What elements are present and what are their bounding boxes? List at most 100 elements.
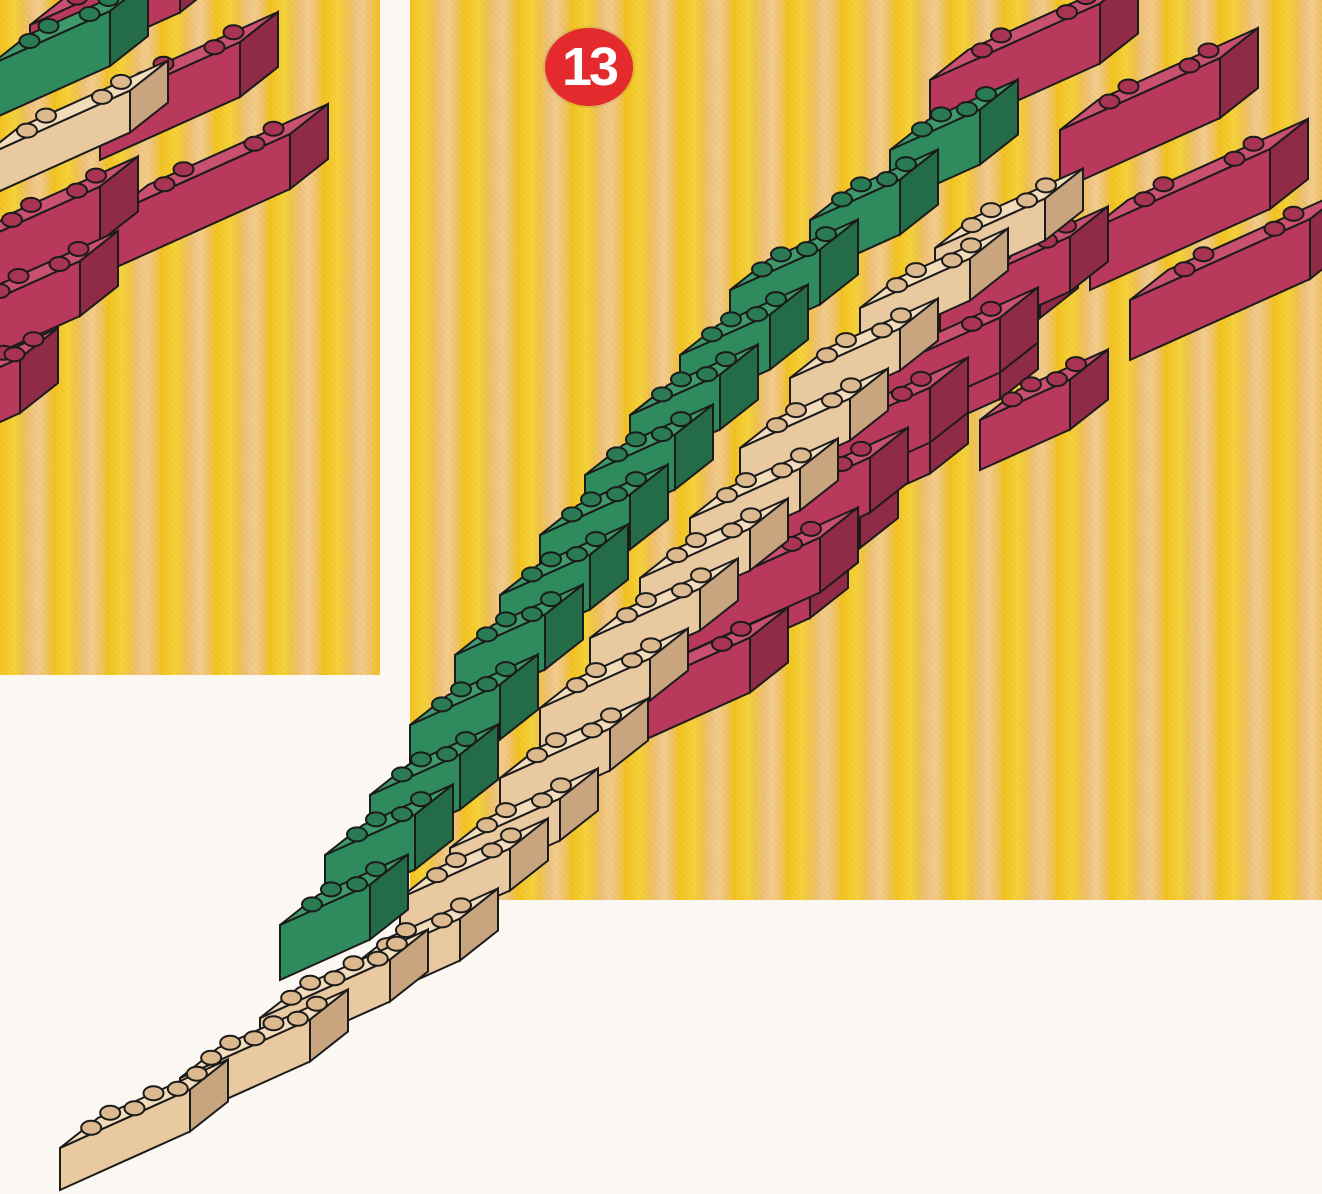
brick-stud: [496, 612, 516, 626]
brick-stud: [722, 523, 742, 537]
brick-stud: [347, 877, 367, 891]
brick-stud: [456, 732, 476, 746]
brick-stud: [652, 387, 672, 401]
brick-stud: [368, 952, 388, 966]
brick-stud: [892, 387, 912, 401]
brick-stud: [1021, 377, 1041, 391]
brick-stud: [741, 508, 761, 522]
brick-stud: [1135, 192, 1155, 206]
brick-stud: [991, 28, 1011, 42]
brick-stud: [307, 997, 327, 1011]
brick-stud: [752, 262, 772, 276]
brick-stud: [551, 778, 571, 792]
brick-stud: [586, 532, 606, 546]
brick-stud: [281, 991, 301, 1005]
brick-stud: [477, 677, 497, 691]
brick-stud: [1036, 178, 1056, 192]
brick-stud: [541, 552, 561, 566]
brick-stud: [981, 203, 1001, 217]
brick-stud: [836, 333, 856, 347]
brick-stud: [817, 348, 837, 362]
brick-stud: [731, 622, 751, 636]
brick-stud: [721, 312, 741, 326]
brick-stud: [432, 913, 452, 927]
brick-stud: [622, 653, 642, 667]
brick-stud: [912, 122, 932, 136]
brick-stud: [791, 448, 811, 462]
brick-stud: [841, 378, 861, 392]
brick-stud: [931, 107, 951, 121]
brick-stud: [586, 663, 606, 677]
brick-stud: [686, 533, 706, 547]
brick-stud: [392, 807, 412, 821]
brick-stud: [245, 1031, 265, 1045]
brick-stud: [942, 253, 962, 267]
brick-stud: [626, 472, 646, 486]
brick-stud: [1199, 44, 1219, 58]
brick-stud: [437, 747, 457, 761]
brick-stud: [1066, 357, 1086, 371]
brick-stud: [736, 473, 756, 487]
brick-stud: [387, 937, 407, 951]
brick-stud: [786, 403, 806, 417]
brick-stud: [201, 1051, 221, 1065]
brick-stud: [451, 898, 471, 912]
brick-stud: [652, 427, 672, 441]
brick-stud: [601, 708, 621, 722]
brick-stud: [344, 956, 364, 970]
brick-stud: [1057, 5, 1077, 19]
brick-stud: [961, 238, 981, 252]
brick-stud: [1119, 80, 1139, 94]
brick-stud: [100, 1106, 120, 1120]
brick-stud: [691, 568, 711, 582]
brick-stud: [607, 447, 627, 461]
brick-stud: [667, 548, 687, 562]
brick-stud: [411, 752, 431, 766]
brick-stud: [887, 278, 907, 292]
brick-stud: [1225, 152, 1245, 166]
brick-stud: [962, 317, 982, 331]
brick-stud: [972, 43, 992, 57]
brick-stud: [617, 608, 637, 622]
brick-stud: [626, 432, 646, 446]
brick-stud: [288, 1012, 308, 1026]
brick-stud: [427, 868, 447, 882]
brick-stud: [1154, 177, 1174, 191]
brick-stud: [366, 862, 386, 876]
brick-stud: [747, 307, 767, 321]
brick-stud: [347, 827, 367, 841]
brick-stud: [396, 923, 416, 937]
brick-stud: [766, 292, 786, 306]
brick-stud: [546, 733, 566, 747]
brick-stud: [325, 971, 345, 985]
brick-stud: [851, 442, 871, 456]
brick-stud: [522, 567, 542, 581]
brick-stud: [911, 372, 931, 386]
step-number-badge: 13: [545, 28, 633, 106]
brick-stud: [1265, 222, 1285, 236]
brick-stud: [264, 1016, 284, 1030]
brick-stud: [702, 327, 722, 341]
brick-stud: [321, 882, 341, 896]
brick-stud: [220, 1036, 240, 1050]
brick-stud: [477, 627, 497, 641]
brick-stud: [567, 547, 587, 561]
brick-stud: [816, 227, 836, 241]
brick-stud: [772, 463, 792, 477]
brick-stud: [697, 367, 717, 381]
brick-stud: [477, 818, 497, 832]
brick-stud: [446, 853, 466, 867]
brick-stud: [81, 1121, 101, 1135]
brick-stud: [636, 593, 656, 607]
brick-stud: [532, 793, 552, 807]
brick-stud: [125, 1101, 145, 1115]
brick-stud: [822, 393, 842, 407]
brick-stud: [671, 412, 691, 426]
brick-stud: [1194, 247, 1214, 261]
brick-stud: [482, 843, 502, 857]
brick-stud: [582, 723, 602, 737]
brick-stud: [716, 352, 736, 366]
brick-stud: [641, 638, 661, 652]
brick-stud: [432, 697, 452, 711]
